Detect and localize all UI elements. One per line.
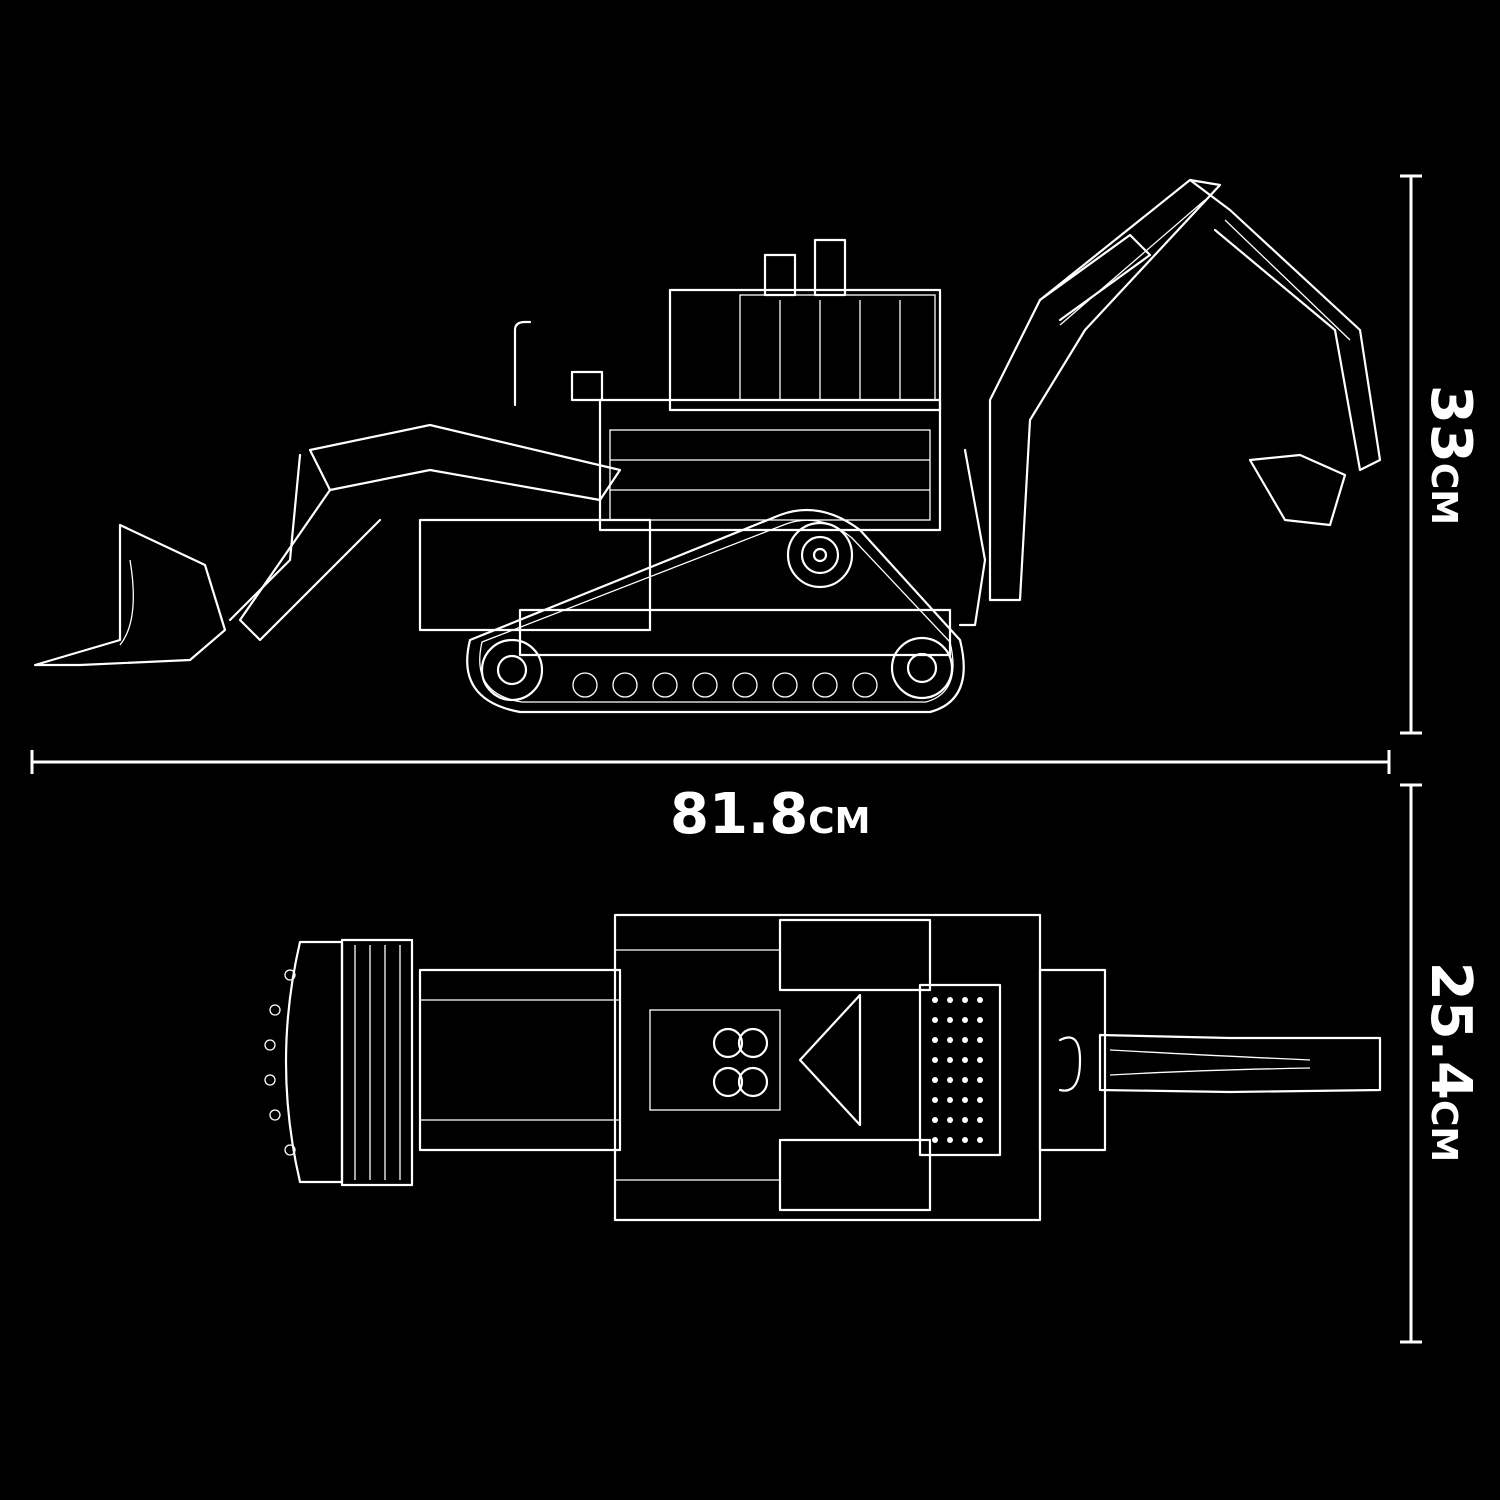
machine-body	[418, 238, 952, 657]
top-front-blade	[264, 938, 414, 1187]
front-loader-arm	[228, 423, 622, 642]
front-bucket	[33, 523, 227, 667]
side-view-drawing	[33, 178, 1382, 714]
top-loader-frame	[418, 968, 622, 1152]
height-value: 33	[1418, 385, 1483, 463]
length-label: 81.8CM	[670, 782, 870, 847]
track-rollers	[480, 521, 954, 702]
width-value: 25.4	[1418, 962, 1483, 1100]
height-dimension-line	[1400, 174, 1422, 735]
width-unit: CM	[1423, 1100, 1464, 1162]
top-backhoe	[1038, 968, 1382, 1152]
length-dimension-line	[30, 750, 1391, 774]
height-label: 33CM	[1418, 385, 1483, 525]
top-studs	[932, 997, 983, 1143]
top-view-drawing	[264, 913, 1382, 1222]
track-outline	[466, 508, 965, 714]
height-unit: CM	[1423, 463, 1464, 525]
length-value: 81.8	[670, 782, 808, 847]
length-unit: CM	[808, 801, 870, 842]
rear-backhoe	[958, 178, 1382, 627]
width-label: 25.4CM	[1418, 962, 1483, 1162]
top-main-body	[613, 913, 1042, 1222]
width-dimension-line	[1400, 783, 1422, 1344]
